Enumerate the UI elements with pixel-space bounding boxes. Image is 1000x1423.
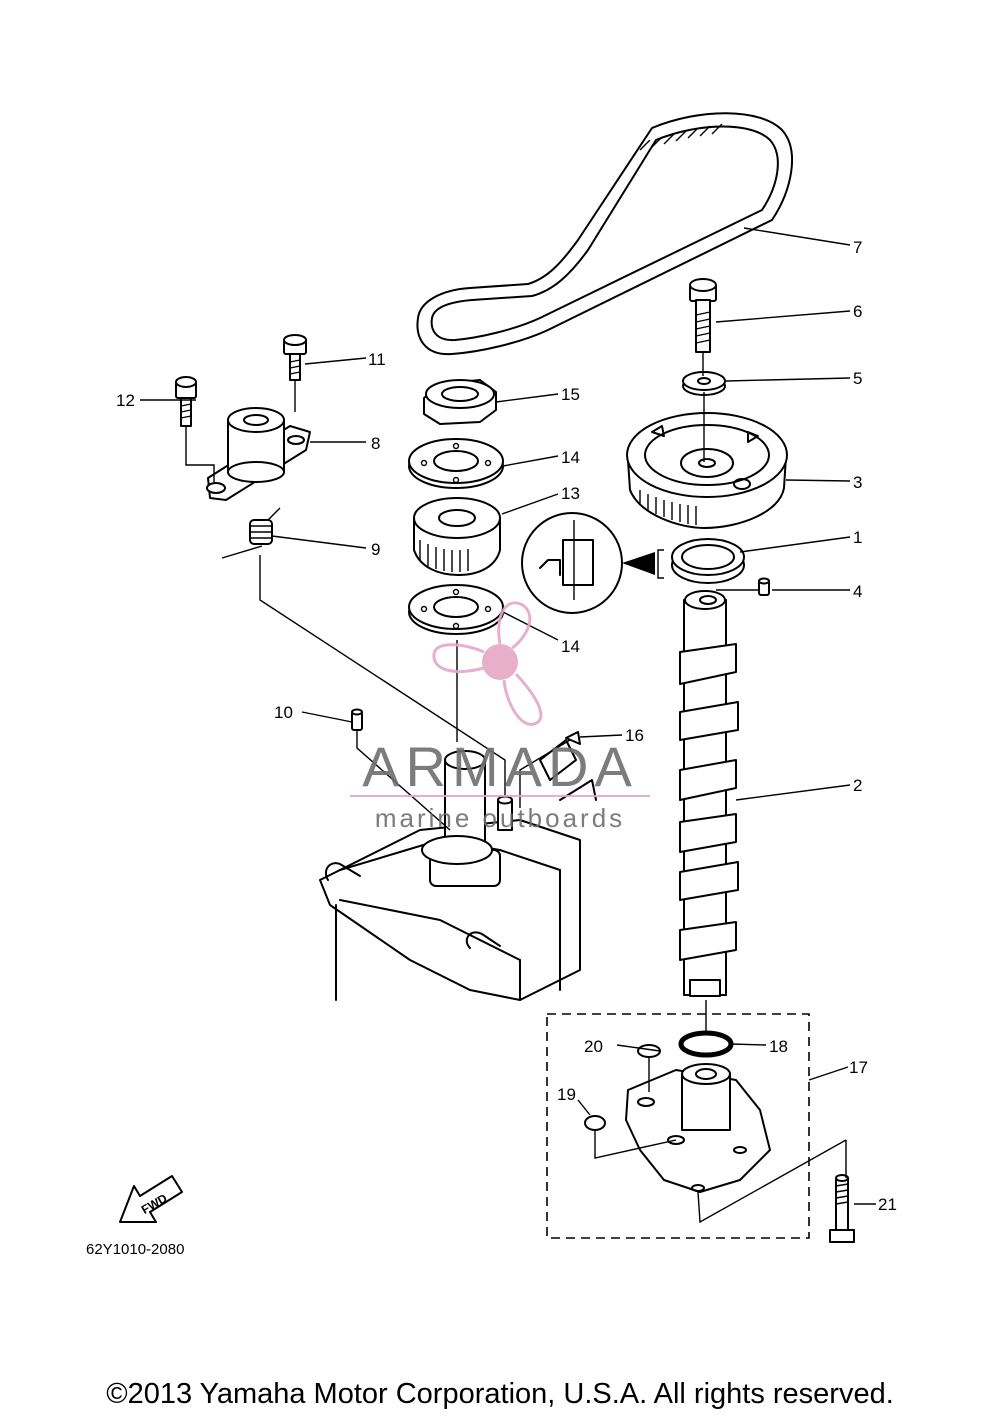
callout-7: 7 (853, 238, 862, 257)
part-5-washer[interactable] (682, 371, 726, 396)
callout-9: 9 (371, 540, 380, 559)
diagram-code: 62Y1010-2080 (86, 1241, 185, 1258)
callout-13: 13 (561, 484, 580, 503)
part-14-washer-upper[interactable] (408, 438, 504, 489)
part-11-bolt[interactable] (283, 334, 307, 381)
callout-5: 5 (853, 369, 862, 388)
crankcase-block (319, 739, 597, 1001)
callout-4: 4 (853, 582, 862, 601)
part-9-spring[interactable] (249, 519, 273, 545)
callout-10: 10 (274, 703, 293, 722)
callout-2: 2 (853, 776, 862, 795)
part-10-dowel[interactable] (351, 708, 363, 731)
part-17-oil-pump-assembly[interactable] (546, 1013, 810, 1239)
part-16-key[interactable] (565, 731, 581, 745)
callout-11: 11 (368, 350, 386, 369)
part-13-drive-pulley[interactable] (413, 497, 501, 576)
assembly-lines (185, 352, 847, 1224)
part-4-pin[interactable] (758, 577, 770, 596)
part-2-camshaft[interactable] (679, 590, 739, 997)
callout-numbers: 7 6 5 3 1 4 2 11 12 8 9 15 14 13 14 10 1… (116, 238, 897, 1214)
callout-20: 20 (584, 1037, 603, 1056)
part-19-o-ring[interactable] (584, 1115, 606, 1131)
seal-detail-inset (521, 512, 664, 614)
part-8-tensioner[interactable] (206, 407, 311, 501)
callout-12: 12 (116, 391, 135, 410)
callout-8: 8 (371, 434, 380, 453)
part-14-washer-lower[interactable] (408, 584, 504, 635)
callout-14-lower: 14 (561, 637, 580, 656)
part-7-timing-belt[interactable] (416, 112, 793, 356)
callout-14-upper: 14 (561, 448, 580, 467)
fwd-arrow-icon: FWD (119, 1175, 183, 1223)
part-21-bolt[interactable] (829, 1174, 855, 1243)
callout-15: 15 (561, 385, 580, 404)
part-15-nut[interactable] (423, 379, 497, 425)
watermark-brand: ARMADA (362, 735, 638, 798)
callout-18: 18 (769, 1037, 788, 1056)
callout-6: 6 (853, 302, 862, 321)
part-3-camshaft-pulley[interactable] (626, 412, 788, 529)
callout-3: 3 (853, 473, 862, 492)
propeller-icon (432, 601, 543, 726)
part-6-bolt[interactable] (689, 278, 717, 353)
callout-1: 1 (853, 528, 862, 547)
callout-19: 19 (557, 1085, 576, 1104)
watermark-tagline: marine outboards (375, 803, 625, 833)
armada-watermark: ARMADA marine outboards (350, 601, 650, 833)
leader-lines (140, 227, 876, 1205)
part-12-bolt[interactable] (175, 376, 197, 427)
copyright-notice: ©2013 Yamaha Motor Corporation, U.S.A. A… (106, 1378, 894, 1410)
callout-17: 17 (849, 1058, 868, 1077)
callout-16: 16 (625, 726, 644, 745)
callout-21: 21 (878, 1195, 897, 1214)
part-1-oil-seal[interactable] (671, 538, 745, 584)
part-18-o-ring[interactable] (678, 1030, 734, 1058)
